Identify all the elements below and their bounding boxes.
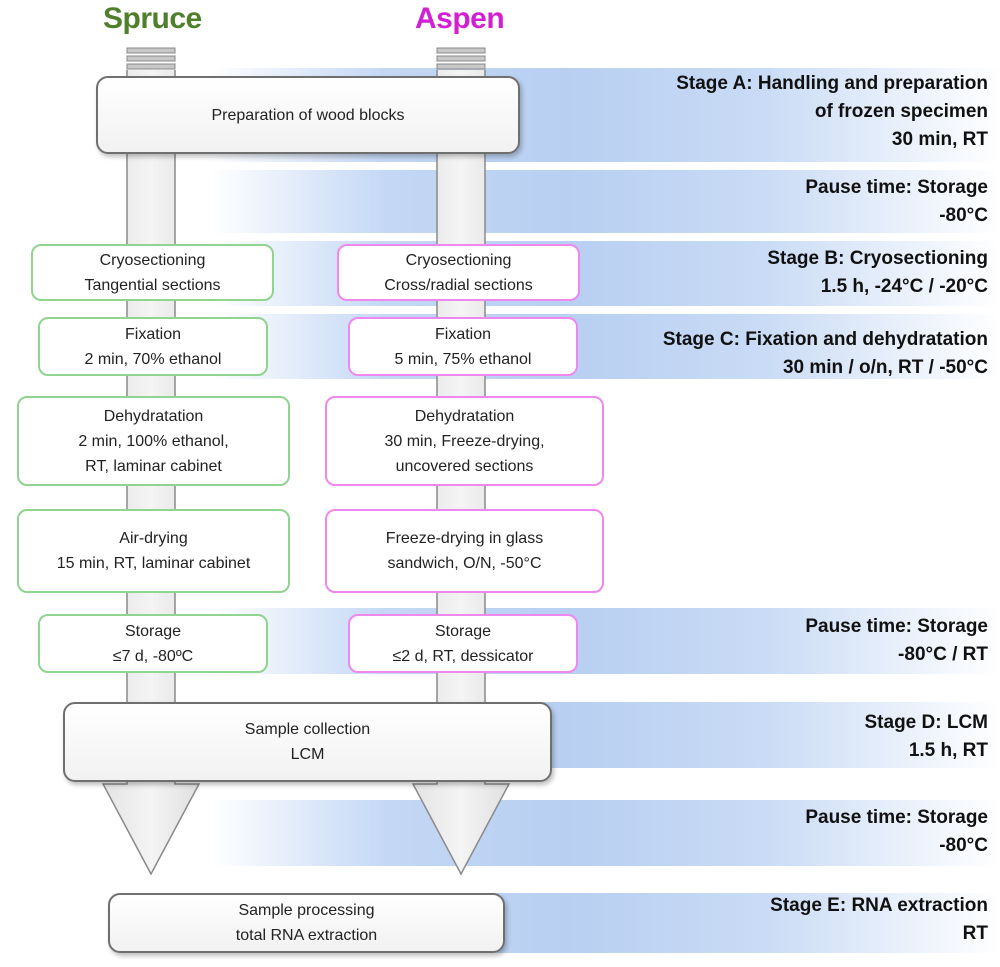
- sample-collection-method: LCM: [290, 746, 325, 763]
- stage-a-title: Stage A: Handling and preparation: [676, 73, 988, 94]
- pause2-label: Pause time: Storage -80°C / RT: [805, 613, 988, 669]
- pause1-title: Pause time: Storage: [805, 177, 988, 198]
- aspen-dehydration-detail-2: uncovered sections: [395, 457, 534, 475]
- sample-processing-title: Sample processing: [238, 902, 375, 919]
- stage-e-conditions: RT: [962, 923, 988, 944]
- preparation-box: Preparation of wood blocks: [96, 76, 520, 154]
- pause2-band: [210, 608, 1000, 674]
- aspen-drying-detail: sandwich, O/N, -50°C: [387, 555, 542, 572]
- spruce-drying-detail: 15 min, RT, laminar cabinet: [56, 555, 251, 572]
- stage-e-title: Stage E: RNA extraction: [770, 895, 988, 916]
- spruce-storage-detail: ≤7 d, -80ºC: [112, 647, 194, 665]
- aspen-heading: Aspen: [415, 2, 505, 35]
- spruce-dehydration-title: Dehydratation: [103, 407, 204, 425]
- spruce-heading: Spruce: [103, 2, 202, 35]
- stage-b-label: Stage B: Cryosectioning 1.5 h, -24°C / -…: [767, 245, 988, 301]
- spruce-storage-box: Storage ≤7 d, -80ºC: [38, 614, 268, 673]
- aspen-fixation-title: Fixation: [434, 325, 492, 343]
- spruce-cryosectioning-detail: Tangential sections: [84, 276, 221, 294]
- aspen-dehydration-detail-1: 30 min, Freeze-drying,: [384, 432, 545, 450]
- stage-c-band: [210, 314, 1000, 379]
- spruce-cryosectioning-box: Cryosectioning Tangential sections: [31, 244, 274, 301]
- pause3-title: Pause time: Storage: [805, 807, 988, 828]
- aspen-cryosectioning-title: Cryosectioning: [405, 251, 512, 269]
- spruce-fixation-detail: 2 min, 70% ethanol: [84, 350, 222, 368]
- stage-a-subtitle: of frozen specimen: [814, 101, 988, 122]
- pause3-conditions: -80°C: [939, 835, 988, 856]
- spruce-fixation-box: Fixation 2 min, 70% ethanol: [38, 317, 268, 376]
- preparation-text: Preparation of wood blocks: [211, 106, 405, 124]
- stage-c-title: Stage C: Fixation and dehydratation: [662, 329, 988, 350]
- aspen-cryosectioning-detail: Cross/radial sections: [384, 276, 533, 294]
- aspen-dehydration-box: Dehydratation 30 min, Freeze-drying, unc…: [325, 396, 604, 486]
- spruce-dehydration-detail-1: 2 min, 100% ethanol,: [78, 432, 229, 450]
- stage-b-conditions: 1.5 h, -24°C / -20°C: [820, 276, 988, 297]
- stage-d-title: Stage D: LCM: [864, 712, 989, 733]
- stage-c-label: Stage C: Fixation and dehydratation 30 m…: [663, 326, 988, 382]
- aspen-drying-title: Freeze-drying in glass: [385, 530, 544, 547]
- aspen-storage-box: Storage ≤2 d, RT, dessicator: [348, 614, 578, 673]
- stage-c-conditions: 30 min / o/n, RT / -50°C: [782, 357, 988, 378]
- aspen-fixation-detail: 5 min, 75% ethanol: [394, 350, 532, 368]
- spruce-storage-title: Storage: [124, 622, 182, 640]
- stage-a-label: Stage A: Handling and preparation of fro…: [676, 70, 988, 154]
- sample-collection-title: Sample collection: [244, 721, 371, 738]
- stage-b-title: Stage B: Cryosectioning: [767, 248, 988, 269]
- spruce-dehydration-box: Dehydratation 2 min, 100% ethanol, RT, l…: [17, 396, 290, 486]
- sample-processing-method: total RNA extraction: [235, 927, 378, 944]
- sample-processing-box: Sample processing total RNA extraction: [108, 893, 505, 953]
- aspen-storage-title: Storage: [434, 622, 492, 640]
- spruce-drying-title: Air-drying: [119, 530, 188, 547]
- aspen-dehydration-title: Dehydratation: [414, 407, 515, 425]
- pause1-label: Pause time: Storage -80°C: [805, 174, 988, 230]
- spruce-fixation-title: Fixation: [124, 325, 182, 343]
- pause1-conditions: -80°C: [939, 205, 988, 226]
- pause3-band: [210, 800, 1000, 866]
- pause3-label: Pause time: Storage -80°C: [805, 804, 988, 860]
- aspen-storage-detail: ≤2 d, RT, dessicator: [392, 647, 534, 665]
- spruce-cryosectioning-title: Cryosectioning: [99, 251, 206, 269]
- pause2-title: Pause time: Storage: [805, 616, 988, 637]
- spruce-drying-box: Air-drying 15 min, RT, laminar cabinet: [17, 509, 290, 593]
- pause1-band: [210, 170, 1000, 233]
- sample-collection-box: Sample collection LCM: [63, 702, 552, 782]
- aspen-drying-box: Freeze-drying in glass sandwich, O/N, -5…: [325, 509, 604, 593]
- pause2-conditions: -80°C / RT: [898, 644, 988, 665]
- stage-e-label: Stage E: RNA extraction RT: [770, 892, 988, 948]
- aspen-fixation-box: Fixation 5 min, 75% ethanol: [348, 317, 578, 376]
- stage-a-conditions: 30 min, RT: [891, 129, 988, 150]
- stage-d-conditions: 1.5 h, RT: [908, 740, 988, 761]
- aspen-cryosectioning-box: Cryosectioning Cross/radial sections: [337, 244, 580, 301]
- spruce-dehydration-detail-2: RT, laminar cabinet: [85, 457, 222, 475]
- stage-d-label: Stage D: LCM 1.5 h, RT: [865, 709, 989, 765]
